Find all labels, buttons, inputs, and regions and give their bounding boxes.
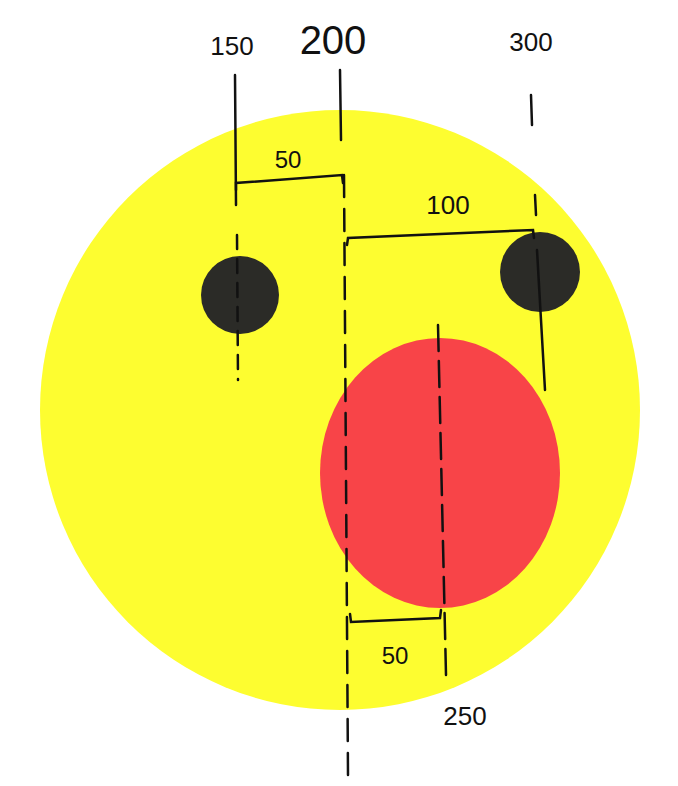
dimension-line — [438, 325, 446, 675]
dimension-line — [344, 175, 348, 775]
face-circle — [40, 110, 640, 710]
dimension-bracket — [347, 230, 534, 245]
dimension-label: 50 — [382, 644, 409, 668]
dimension-label: 100 — [426, 192, 469, 218]
dimension-line — [237, 235, 238, 380]
dimension-bracket — [350, 610, 441, 622]
dimension-label: 250 — [443, 703, 486, 729]
dimension-label: 200 — [300, 20, 367, 60]
dimension-lines — [235, 70, 545, 775]
dimension-label: 50 — [275, 148, 302, 172]
dimension-label: 150 — [210, 33, 253, 59]
dimension-line — [537, 250, 545, 390]
dimension-bracket — [236, 175, 343, 190]
dimension-label: 300 — [509, 29, 552, 55]
dimension-line — [340, 70, 341, 140]
left-eye — [201, 256, 279, 334]
dimension-line — [531, 95, 532, 125]
dimension-line — [535, 195, 536, 215]
